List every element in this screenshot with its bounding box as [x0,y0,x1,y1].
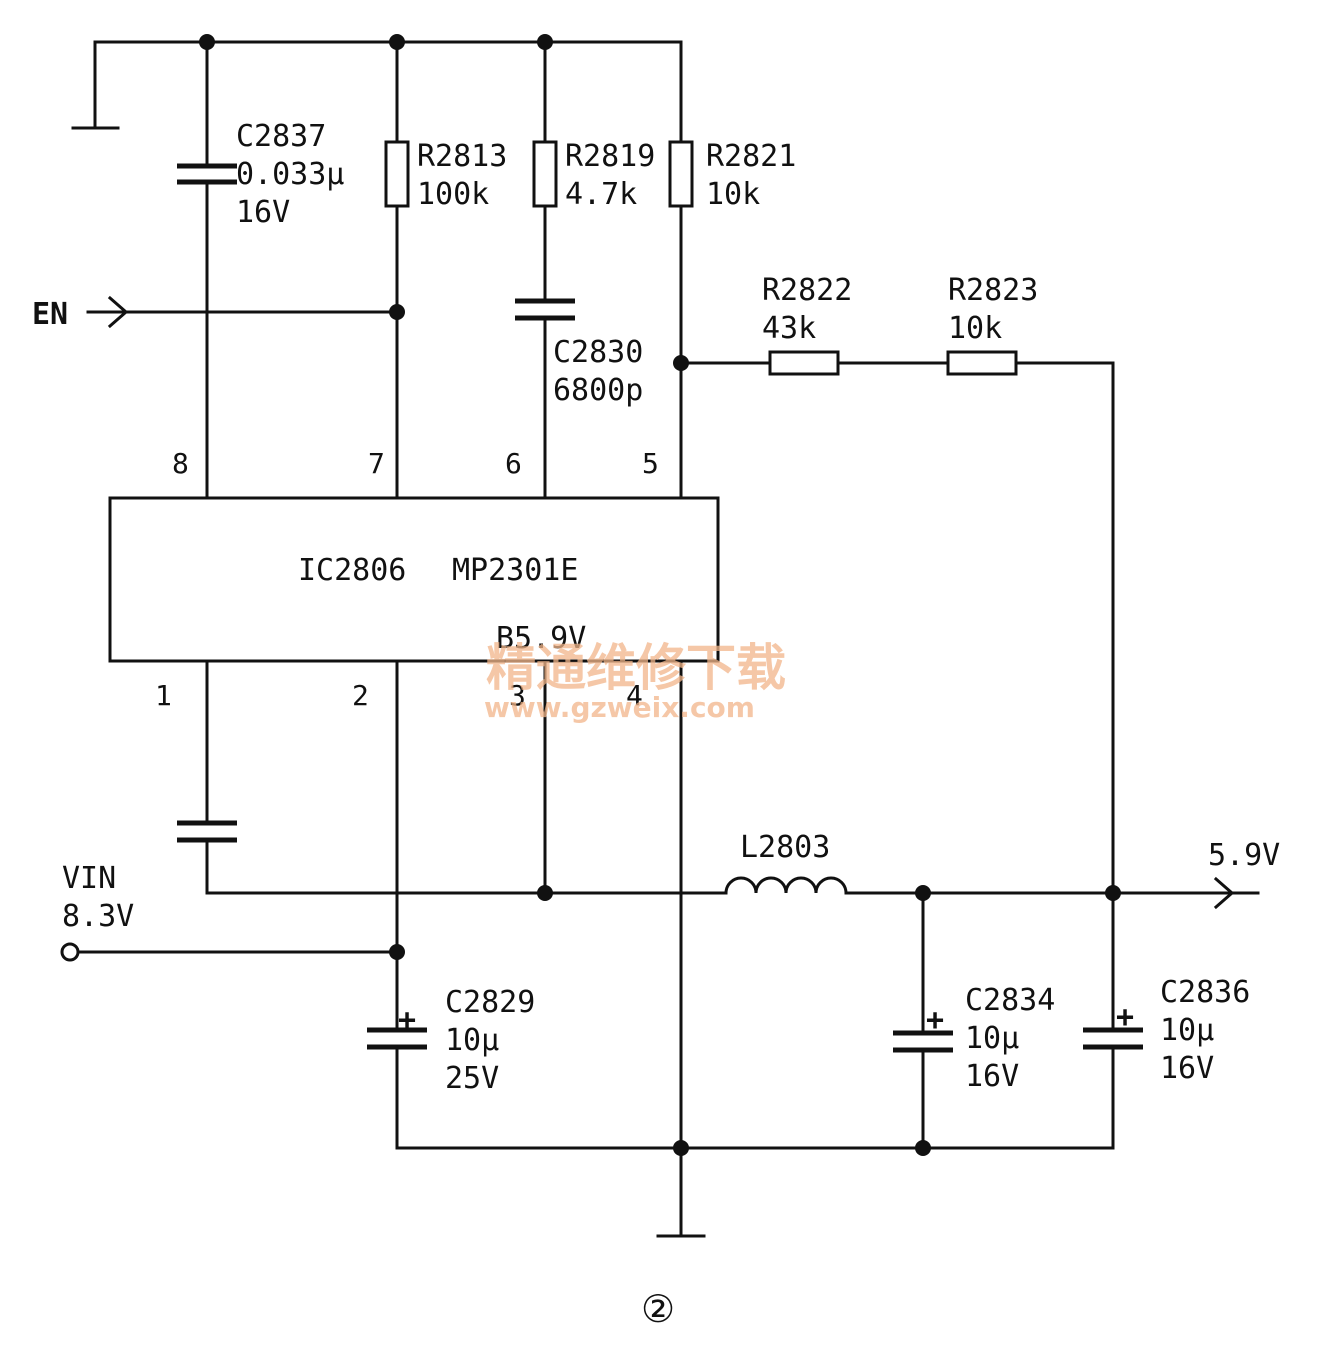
pin1-bootstrap [177,659,237,895]
c2834-capacitor [893,891,953,1156]
en-arrow [86,295,399,329]
l2803-ref: L2803 [740,830,830,865]
c2837-branch [177,40,237,500]
pin4-ground [656,659,706,1238]
r2823-value: 10k [948,311,1002,346]
r2813-value: 100k [417,177,489,212]
c2830-value: 6800p [553,373,643,408]
ic-body [108,496,720,663]
pin8-label: 8 [172,447,189,480]
c2836-voltage: 16V [1160,1051,1214,1086]
pin3-voltage: B5.9V [496,621,586,656]
switch-node [205,659,728,901]
c2836-capacitor [1083,891,1143,1150]
en-label: EN [32,297,68,332]
r2821-branch [668,40,694,500]
c2834-ref: C2834 [965,983,1055,1018]
c2829-ref: C2829 [445,985,535,1020]
c2834-voltage: 16V [965,1059,1019,1094]
c2836-value: 10μ [1160,1013,1214,1048]
pin4-label: 4 [626,679,643,712]
top-rail [71,34,683,130]
watermark-title: 精通维修下载 [486,639,786,697]
c2837-ref: C2837 [236,119,326,154]
ic-ref: IC2806 [298,553,406,588]
c2829-value: 10μ [445,1023,499,1058]
feedback-divider [679,350,1115,895]
c2834-plus: + [926,1003,944,1038]
c2837-value: 0.033μ [236,157,344,192]
inductor-l2803 [724,876,1121,901]
c2830-ref: C2830 [553,335,643,370]
r2819-c2830-branch [515,40,575,500]
r2819-value: 4.7k [565,177,637,212]
vin-value: 8.3V [62,899,134,934]
pin3-label: 3 [509,679,526,712]
pin5-label: 5 [642,447,659,480]
r2813-branch [384,40,410,500]
c2834-value: 10μ [965,1021,1019,1056]
vin-terminal [60,942,80,962]
r2822-ref: R2822 [762,273,852,308]
r2821-ref: R2821 [706,139,796,174]
vout-label: 5.9V [1208,838,1280,873]
c2836-plus: + [1116,1000,1134,1035]
r2813-ref: R2813 [417,139,507,174]
r2823-ref: R2823 [948,273,1038,308]
c2829-plus: + [398,1003,416,1038]
watermark-url: www.gzweix.com [484,691,755,724]
c2829-voltage: 25V [445,1061,499,1096]
output-arrow [1111,876,1260,910]
c2836-ref: C2836 [1160,975,1250,1010]
pin6-label: 6 [505,447,522,480]
pin1-label: 1 [155,679,172,712]
c2829-capacitor [367,1027,427,1150]
c2837-voltage: 16V [236,195,290,230]
pin2-input [60,659,405,1032]
r2819-ref: R2819 [565,139,655,174]
r2821-value: 10k [706,177,760,212]
pin7-label: 7 [368,447,385,480]
pin2-label: 2 [352,679,369,712]
figure-label: ② [641,1287,675,1331]
ic-part: MP2301E [452,553,578,588]
r2822-value: 43k [762,311,816,346]
vin-label: VIN [62,861,116,896]
